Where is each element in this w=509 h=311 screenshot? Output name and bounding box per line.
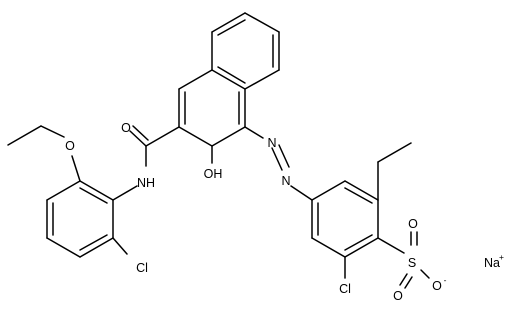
azo-linkage: N N xyxy=(244,126,313,201)
benzenesulfonate-ring xyxy=(311,180,379,258)
ethyl-group xyxy=(377,142,412,201)
amide-group: O NH xyxy=(112,121,180,201)
hydroxyl-label: OH xyxy=(204,167,223,181)
ethoxy-group: O xyxy=(7,125,81,182)
anilide-ring xyxy=(46,180,114,258)
anilide-chloro: Cl xyxy=(112,237,148,275)
sulfonate-group: S O O O - xyxy=(377,217,447,303)
amide-nh-label: NH xyxy=(137,176,155,190)
amide-oxygen-label: O xyxy=(121,121,131,135)
sodium-label: Na xyxy=(484,256,500,270)
sulfonyl-oxygen-bottom-label: O xyxy=(393,289,403,303)
sodium-counterion: Na + xyxy=(484,252,504,270)
anilide-chlorine-label: Cl xyxy=(136,261,148,275)
negative-charge-sign: - xyxy=(444,275,447,285)
ring-chloro: Cl xyxy=(339,256,351,296)
azo-nitrogen-1-label: N xyxy=(267,136,276,150)
sulfonyl-oxygen-top-label: O xyxy=(408,217,418,231)
positive-charge-sign: + xyxy=(499,252,504,262)
ring-chlorine-label: Cl xyxy=(339,282,351,296)
azo-nitrogen-2-label: N xyxy=(281,174,290,188)
ether-oxygen-label: O xyxy=(65,139,75,153)
hydroxyl-group: OH xyxy=(204,145,223,181)
sulfonate-oxygen-label: O xyxy=(432,279,442,293)
naphthalene-ring-a xyxy=(211,12,280,90)
sulfur-label: S xyxy=(408,256,416,270)
naphthalene-ring-b xyxy=(178,69,246,147)
